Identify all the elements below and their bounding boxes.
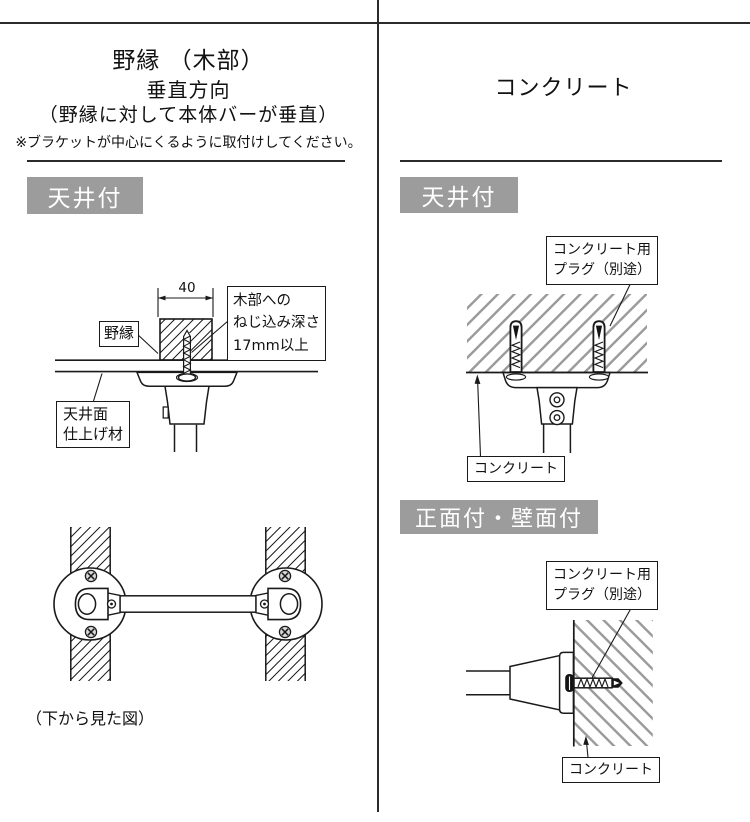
leader-concrete-bottom bbox=[583, 735, 589, 758]
concrete-plug-left bbox=[509, 320, 523, 373]
bracket-body bbox=[164, 385, 210, 425]
socket-screws bbox=[106, 599, 270, 609]
ceiling-finish-label-box: 天井面 仕上げ材 bbox=[56, 401, 131, 448]
right-rule bbox=[400, 160, 722, 162]
screw-depth-line2: ねじ込み深さ bbox=[233, 315, 320, 332]
screw-depth-line1: 木部への bbox=[233, 293, 291, 309]
plug-washer-right bbox=[588, 373, 610, 381]
plug-label-bottom-line2: プラグ（別途） bbox=[553, 587, 651, 604]
front-wall-mount-badge-label: 正面付・壁面付 bbox=[414, 507, 583, 532]
diagram-view-from-below bbox=[53, 527, 323, 681]
plug-washer-left bbox=[505, 373, 527, 381]
ceiling-finish-line2: 仕上げ材 bbox=[63, 425, 124, 444]
front-wall-mount-badge: 正面付・壁面付 bbox=[400, 500, 598, 534]
plug-label-box-top: コンクリート用 プラグ（別途） bbox=[546, 236, 658, 285]
concrete-label-box-top: コンクリート bbox=[467, 456, 565, 483]
diagram-wood-ceiling bbox=[55, 288, 318, 452]
dim-value-label: 40 bbox=[178, 280, 196, 296]
screw-depth-line3: 17mm以上 bbox=[233, 337, 309, 354]
left-rule bbox=[27, 160, 345, 162]
right-title: コンクリート bbox=[494, 76, 633, 101]
joist-label: 野縁 bbox=[104, 324, 135, 342]
left-direction-note: （野縁に対して本体バーが垂直） bbox=[38, 104, 339, 126]
leader-plug-top bbox=[609, 282, 632, 327]
bracket-pole-side bbox=[466, 670, 511, 696]
cup-opening-right bbox=[279, 593, 299, 615]
column-divider-line bbox=[377, 0, 379, 812]
base-screws bbox=[84, 569, 292, 639]
cup-opening-left bbox=[77, 593, 97, 615]
screw-depth-label-box: 木部への ねじ込み深さ 17mm以上 bbox=[227, 286, 326, 362]
top-border-line bbox=[0, 22, 750, 24]
concrete-label-box-bottom: コンクリート bbox=[562, 757, 660, 784]
dim-arrow-right bbox=[205, 295, 213, 301]
left-title: 野縁 （木部） bbox=[112, 48, 265, 74]
plug-label-top-line1: コンクリート用 bbox=[553, 242, 651, 258]
right-ceiling-mount-badge: 天井付 bbox=[400, 177, 518, 213]
bracket-flange bbox=[501, 371, 612, 389]
plug-label-bottom-line1: コンクリート用 bbox=[553, 567, 651, 583]
left-note: ※ブラケットが中心にくるように取付けしてください。 bbox=[15, 135, 362, 151]
left-ceiling-mount-badge: 天井付 bbox=[27, 177, 143, 214]
concrete-label-top: コンクリート bbox=[474, 461, 558, 477]
diagram-concrete-wall bbox=[466, 602, 653, 758]
dim-arrow-left bbox=[158, 295, 166, 301]
leader-lines bbox=[92, 320, 229, 402]
leader-concrete-top bbox=[474, 374, 482, 457]
bracket-pole bbox=[173, 424, 198, 452]
bracket-cone bbox=[509, 654, 561, 711]
concrete-plug-right bbox=[592, 320, 606, 373]
joist-label-box: 野縁 bbox=[99, 321, 140, 347]
ceiling-finish-line1: 天井面 bbox=[63, 405, 109, 423]
left-direction: 垂直方向 bbox=[146, 78, 231, 102]
anchor-screw-icon bbox=[565, 674, 623, 692]
plug-label-top-line2: プラグ（別途） bbox=[553, 262, 651, 279]
bottom-view-caption: （下から見た図） bbox=[26, 709, 155, 728]
plug-label-box-bottom: コンクリート用 プラグ（別途） bbox=[546, 561, 658, 610]
body-screws bbox=[549, 392, 565, 426]
left-ceiling-mount-badge-label: 天井付 bbox=[47, 185, 123, 212]
concrete-hatch-ceiling bbox=[467, 294, 647, 373]
diagram-concrete-ceiling bbox=[466, 282, 648, 457]
leader-plug-bottom bbox=[590, 602, 635, 681]
bracket-clip-tab bbox=[162, 406, 169, 419]
wood-screw-icon bbox=[177, 329, 197, 382]
right-ceiling-mount-badge-label: 天井付 bbox=[421, 185, 497, 211]
main-bar bbox=[119, 595, 257, 613]
concrete-label-bottom: コンクリート bbox=[569, 762, 653, 778]
bracket-pole bbox=[542, 424, 572, 453]
dimension-40 bbox=[157, 288, 214, 317]
